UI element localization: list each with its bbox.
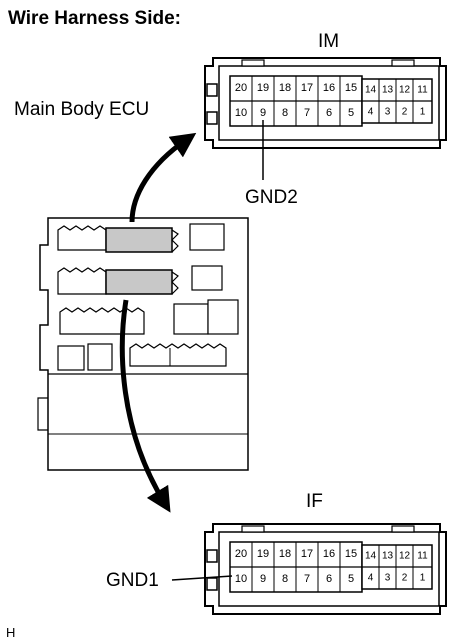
pin-label: 20 (235, 82, 247, 94)
pin-label: 17 (301, 82, 313, 94)
connector-if-name: IF (306, 491, 323, 512)
pin-label: 9 (260, 107, 266, 119)
pin-label: 16 (323, 82, 335, 94)
pin-label: 15 (345, 548, 357, 560)
connector-if: 20 19 18 17 16 15 14 13 12 11 10 9 8 7 6… (204, 523, 447, 615)
pin-label: 8 (282, 107, 288, 119)
pin-label: 6 (326, 107, 332, 119)
pin-label: 2 (402, 573, 408, 584)
pin-label: 13 (382, 551, 394, 562)
pin-label: 5 (348, 107, 354, 119)
pin-label: 19 (257, 548, 269, 560)
pin-label: 3 (385, 107, 391, 118)
pin-label: 14 (365, 551, 377, 562)
highlighted-connector-im (105, 227, 173, 253)
corner-mark: H (6, 625, 15, 640)
connector-im: 20 19 18 17 16 15 14 13 12 11 10 9 8 7 6… (204, 57, 447, 149)
pin-label: 8 (282, 573, 288, 585)
ecu-label: Main Body ECU (14, 99, 149, 120)
junction-block (37, 217, 249, 471)
pin-label: 1 (420, 573, 426, 584)
diagram-title: Wire Harness Side: (8, 8, 181, 29)
pin-label: 5 (348, 573, 354, 585)
arrow-to-connector-im (129, 132, 197, 223)
pin-label: 10 (235, 107, 247, 119)
pin-label: 4 (368, 573, 374, 584)
arrow-to-connector-if (119, 299, 171, 513)
pin-label: 18 (279, 82, 291, 94)
pin-label: 4 (368, 107, 374, 118)
pin-label: 12 (399, 551, 411, 562)
pin-label: 14 (365, 85, 377, 96)
highlighted-connector-if (105, 269, 173, 295)
gnd1-leader-line (171, 575, 233, 581)
pin-label: 7 (304, 107, 310, 119)
pin-label: 13 (382, 85, 394, 96)
pin-label: 17 (301, 548, 313, 560)
pin-label: 20 (235, 548, 247, 560)
pin-label: 3 (385, 573, 391, 584)
pin-label: 7 (304, 573, 310, 585)
pin-label: 10 (235, 573, 247, 585)
gnd1-callout: GND1 (106, 570, 159, 591)
pin-label: 11 (417, 551, 428, 562)
gnd2-callout: GND2 (245, 187, 298, 208)
pin-label: 9 (260, 573, 266, 585)
pin-label: 6 (326, 573, 332, 585)
pin-label: 11 (417, 85, 428, 96)
connector-im-name: IM (318, 31, 339, 52)
pin-label: 19 (257, 82, 269, 94)
pin-label: 16 (323, 548, 335, 560)
pin-label: 12 (399, 85, 411, 96)
pin-label: 15 (345, 82, 357, 94)
pin-label: 2 (402, 107, 408, 118)
pin-label: 18 (279, 548, 291, 560)
pin-label: 1 (420, 107, 426, 118)
